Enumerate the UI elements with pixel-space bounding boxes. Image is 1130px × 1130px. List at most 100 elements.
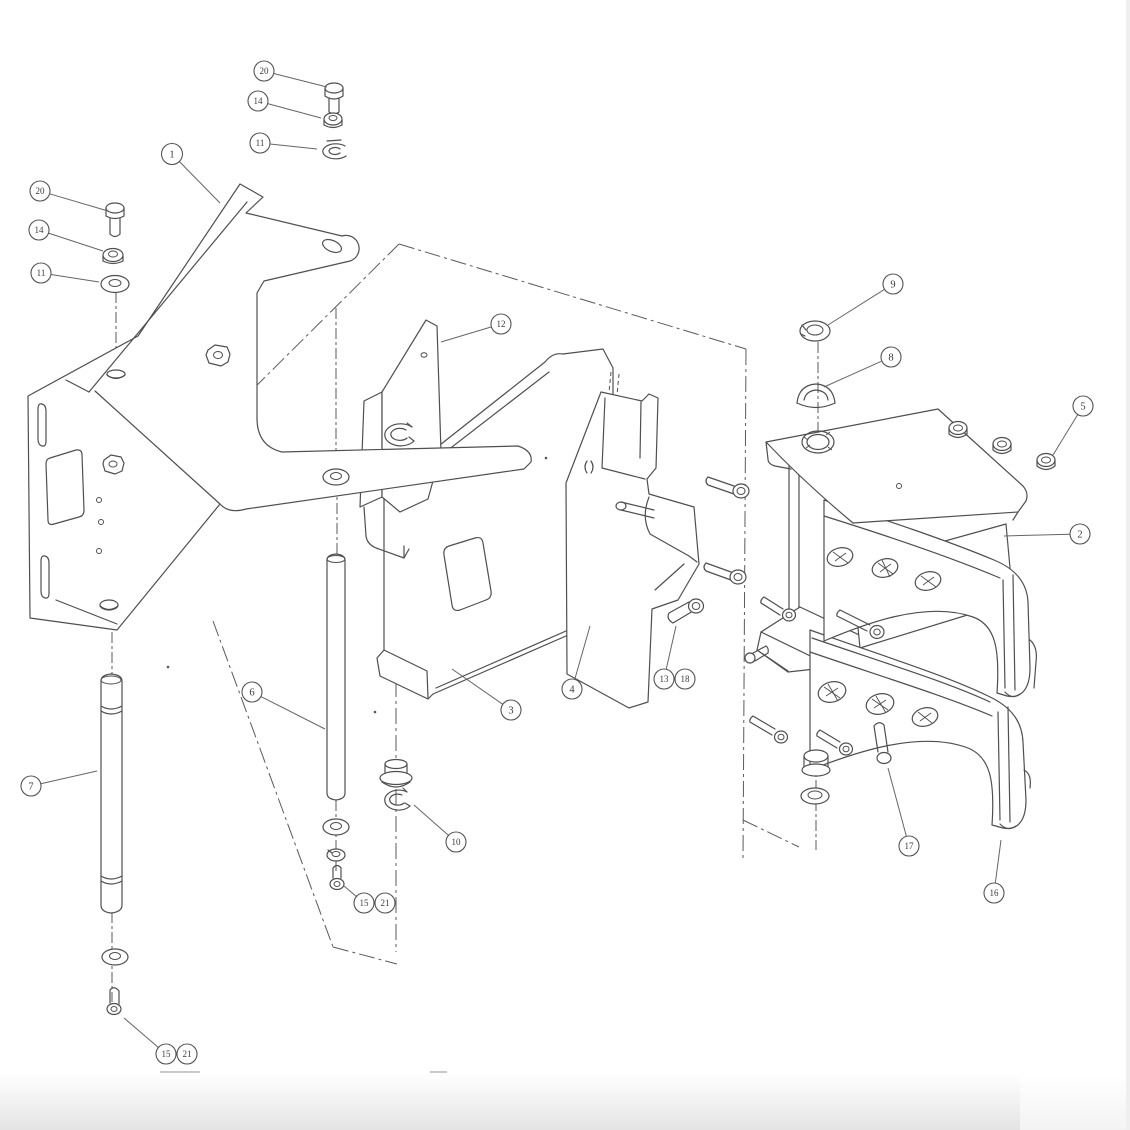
leader-line [260,696,326,730]
leader-line [269,143,318,150]
balloon-circle [983,882,1005,904]
part-3-support-plate [376,348,614,700]
callout-20: 20 [253,60,328,88]
balloon-circle [898,835,920,857]
lock-washer-mid [326,848,346,862]
balloon-number: 21 [183,1049,192,1059]
hex-nut [948,420,968,439]
cap-nut [801,749,831,777]
weld-nut [102,454,125,475]
balloon-circle [253,60,275,82]
bolt-left [105,202,125,238]
balloon-number: 11 [37,268,46,278]
callout-13-18: 13 18 [653,625,696,690]
balloon-circle [160,142,184,166]
screw-small [816,729,854,756]
balloon-circle [653,668,675,690]
balloon-number: 2 [1077,530,1082,541]
upper-jaw [823,499,1037,698]
leader-line [994,839,1002,884]
callout-4: 4 [561,625,591,700]
leader-line [827,288,885,326]
scan-dot [166,665,170,669]
balloon-number: 5 [1080,402,1085,413]
part-4-latch-block [565,371,700,709]
snap-ring-lower [384,787,411,811]
screw-small [744,645,769,664]
leader-line [887,767,907,837]
nut-top [323,112,343,129]
callout-2: 2 [1003,523,1091,545]
washer-low [800,787,830,805]
leader-line [178,161,221,204]
balloon-circle [490,313,512,335]
leader-line [823,360,883,388]
leader-line [123,1017,159,1048]
bolt-top [324,82,344,115]
socket-screw [705,476,750,499]
balloon-number: 6 [249,688,254,699]
balloon-circle [561,678,583,700]
balloon-number: 20 [260,66,270,76]
callout-9: 9 [827,273,904,326]
leader-line [40,770,98,785]
jaw-hole [871,558,899,578]
leader-line [273,72,328,88]
part-16-lower-jaw [809,629,1031,830]
callout-17: 17 [887,767,920,857]
leader-line [267,103,322,119]
balloon-number: 4 [569,685,575,696]
callout-8: 8 [823,346,902,388]
balloon-number: 14 [254,96,264,106]
balloon-circle [241,681,263,703]
balloon-number: 13 [660,674,670,684]
balloon-circle [20,775,42,797]
balloon-circle [445,831,467,853]
washer-bottom [101,948,129,966]
balloon-circle [249,132,271,154]
callout-1: 1 [160,142,221,204]
callout-14: 14 [28,219,104,252]
balloon-circle [1069,523,1091,545]
screw-small [760,596,797,622]
balloon-circle [155,1043,177,1065]
bushing-lower [379,758,413,788]
leader-line [49,193,109,212]
screw-small [836,609,885,640]
washer-left [100,274,130,294]
nut-left [102,247,124,265]
balloon-circle [176,1043,198,1065]
balloon-number: 18 [681,674,691,684]
part-7-long-pin [100,673,123,914]
callout-3: 3 [451,668,522,721]
balloon-circle [30,262,52,284]
callout-14: 14 [247,90,322,119]
callout-10: 10 [413,804,467,853]
balloon-circle [674,668,696,690]
callout-5: 5 [1052,395,1094,456]
hex-nut [1036,452,1056,471]
cap-8 [796,383,836,409]
balloon-number: 7 [28,782,33,793]
jaw-hole [914,571,942,591]
balloon-number: 10 [452,837,462,847]
balloon-number: 1 [169,150,174,161]
balloon-number: 8 [888,353,893,364]
socket-screw [667,598,705,624]
leader-line [48,232,104,252]
screw-mid [329,864,345,891]
callout-12: 12 [440,313,512,343]
hex-nut [992,436,1012,455]
jaw-hole [817,681,847,703]
balloon-circle [500,699,522,721]
leader-line [665,625,677,670]
callout-6: 6 [241,681,326,730]
jaw-hole [865,693,895,715]
callout-11: 11 [30,262,100,284]
bottom-shadow-band [0,1074,1020,1130]
leader-line [451,668,504,705]
callout-11: 11 [249,132,318,154]
